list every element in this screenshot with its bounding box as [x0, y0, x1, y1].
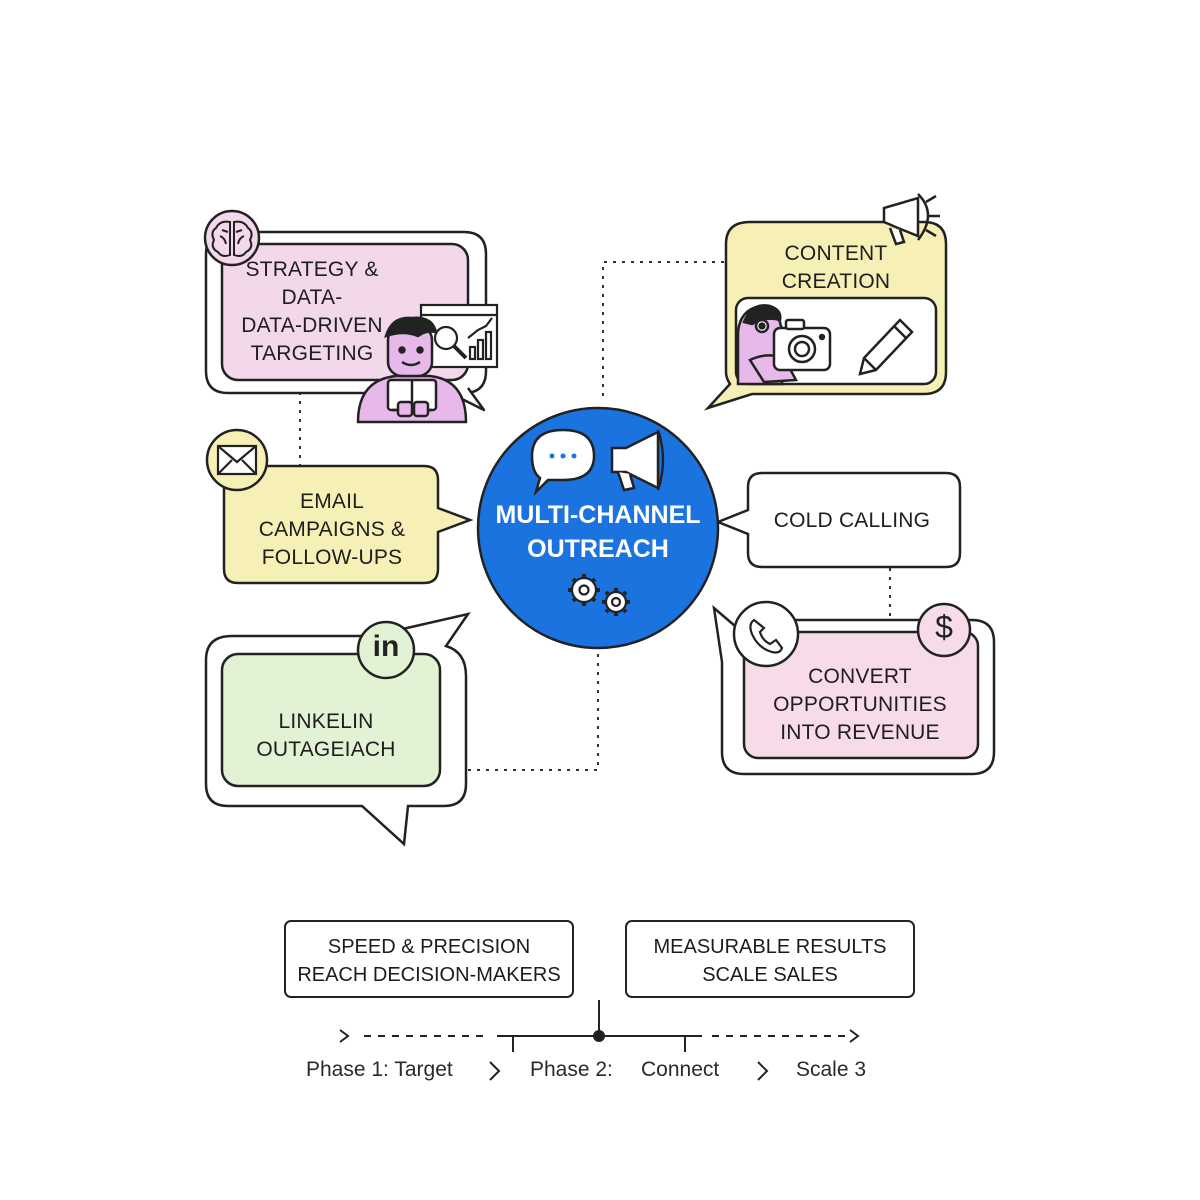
scale-label: Scale 3 — [796, 1058, 867, 1081]
linkedin-bubble-inner — [220, 652, 442, 788]
convert-label-line: OPPORTUNITIES — [773, 693, 947, 716]
timeline-start-arrow — [339, 1029, 350, 1043]
gears-icon — [568, 574, 630, 616]
megaphone-icon — [882, 193, 940, 246]
email-node — [205, 428, 474, 585]
hub — [476, 406, 720, 650]
content-label-line: CONTENT — [784, 242, 888, 265]
person-with-laptop-illustration — [356, 316, 468, 424]
timeline-dot — [593, 1030, 605, 1042]
convert-node — [712, 600, 996, 776]
connect-label: Connect — [641, 1058, 720, 1081]
linkedin-icon-badge — [356, 620, 416, 680]
hub-label: MULTI-CHANNEL OUTREACH — [478, 498, 718, 566]
connectors — [299, 261, 891, 771]
content-label: CONTENT CREATION — [746, 240, 926, 296]
strategy-node — [203, 209, 499, 424]
email-label-line: CAMPAIGNS & — [258, 518, 406, 541]
dollar-icon-badge — [916, 602, 972, 658]
connector-content-hub — [602, 261, 724, 400]
convert-bubble-inner — [742, 630, 980, 760]
timeline-end-arrow — [849, 1029, 860, 1043]
brain-icon — [211, 220, 253, 257]
cold-calling-label-line: COLD CALLING — [773, 509, 931, 532]
phase-separator-2 — [757, 1061, 769, 1081]
linkedin-label-line: OUTAGEIACH — [256, 738, 396, 761]
person-with-camera-illustration — [736, 304, 832, 386]
content-label-line: CREATION — [781, 270, 891, 293]
convert-label-line: INTO REVENUE — [780, 721, 940, 744]
dollar-icon: $ — [935, 609, 953, 645]
strategy-label-line: TARGETING — [250, 342, 374, 365]
note-box-2 — [625, 920, 915, 998]
linkedin-icon: in — [372, 630, 400, 663]
linkedin-label: LINKELIN OUTAGEIACH — [226, 708, 426, 764]
pencil-icon — [858, 318, 914, 376]
cold-calling-label: COLD CALLING — [752, 507, 952, 535]
convert-label-line: CONVERT — [808, 665, 912, 688]
note-speed-precision: SPEED & PRECISION REACH DECISION-MAKERS — [285, 933, 573, 989]
strategy-label-line: DATA- — [281, 286, 343, 309]
note-measurable-results: MEASURABLE RESULTS SCALE SALES — [626, 933, 914, 989]
convert-label: CONVERT OPPORTUNITIES INTO REVENUE — [754, 663, 966, 747]
phone-icon-badge — [732, 600, 800, 668]
strategy-label: STRATEGY & DATA- DATA-DRIVEN TARGETING — [222, 256, 402, 368]
phase-1-label: Phase 1: Target — [306, 1058, 453, 1081]
strategy-label-line: DATA-DRIVEN — [241, 314, 383, 337]
email-label-line: FOLLOW-UPS — [261, 546, 403, 569]
cold-calling-node — [714, 471, 962, 569]
note-box-1 — [284, 920, 574, 998]
hub-megaphone-icon — [610, 429, 665, 492]
hub-label-line: MULTI-CHANNEL — [495, 501, 701, 529]
cold-bubble — [714, 471, 962, 569]
note-line: SCALE SALES — [702, 964, 838, 986]
linkedin-node — [204, 612, 471, 847]
chat-bubble-icon — [530, 428, 596, 497]
email-label: EMAIL CAMPAIGNS & FOLLOW-UPS — [234, 488, 430, 572]
email-label-line: EMAIL — [299, 490, 365, 513]
envelope-icon — [216, 444, 258, 476]
linkedin-label-line: LINKELIN — [278, 710, 374, 733]
phase-2-label: Phase 2: — [530, 1058, 613, 1081]
connector-linkedin-hub — [468, 642, 599, 771]
timeline — [339, 1000, 860, 1081]
note-line: MEASURABLE RESULTS — [653, 936, 887, 958]
strategy-label-line: STRATEGY & — [245, 258, 379, 281]
note-line: REACH DECISION-MAKERS — [297, 964, 561, 986]
phone-icon — [749, 618, 784, 654]
content-node — [703, 193, 948, 411]
note-line: SPEED & PRECISION — [327, 936, 531, 958]
phase-separator-1 — [489, 1061, 501, 1081]
hub-label-line: OUTREACH — [527, 535, 669, 563]
